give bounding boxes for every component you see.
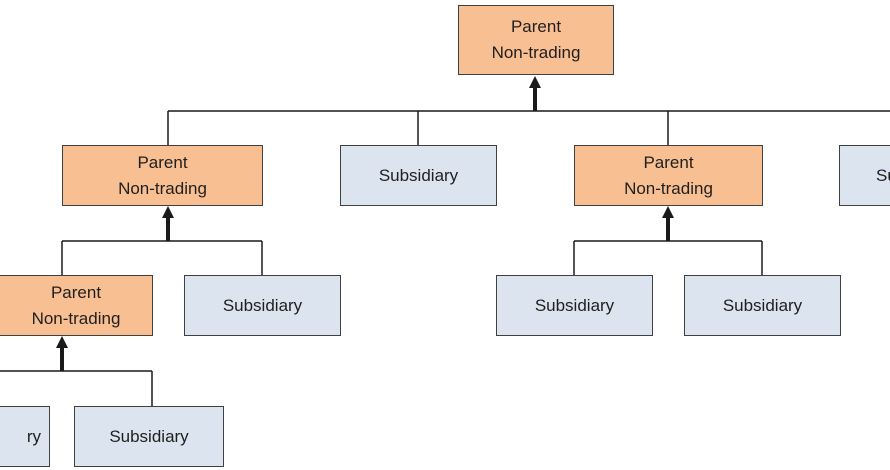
node-label: ry bbox=[26, 426, 41, 446]
node-label: Su bbox=[876, 165, 890, 185]
node-line2: Non-trading bbox=[31, 308, 121, 328]
node-line2: Non-trading bbox=[491, 43, 581, 62]
level2-subsidiary-b-box: Subsidiary bbox=[496, 275, 653, 336]
root-parent-box: Parent Non-trading bbox=[458, 5, 614, 75]
node-label: Subsidiary bbox=[722, 295, 803, 315]
connector-right-parent-to-level2 bbox=[573, 206, 763, 275]
level2-parent-box: Parent Non-trading bbox=[0, 275, 153, 336]
level2-subsidiary-c-box: Subsidiary bbox=[684, 275, 841, 336]
connector-left-parent-to-level2 bbox=[61, 206, 263, 275]
node-label: Subsidiary bbox=[109, 426, 189, 446]
node-line1: Parent bbox=[137, 152, 188, 172]
level2-subsidiary-a-box: Subsidiary bbox=[184, 275, 341, 336]
node-label: Subsidiary bbox=[222, 295, 303, 315]
node-line1: Parent bbox=[50, 282, 102, 302]
node-line1: Parent bbox=[510, 17, 562, 36]
node-label: Subsidiary bbox=[534, 295, 615, 315]
level3-subsidiary-box: Subsidiary bbox=[74, 406, 224, 467]
level1-parent-right-box: Parent Non-trading bbox=[574, 145, 763, 206]
level1-subsidiary-right-partial-box: Su bbox=[839, 145, 890, 206]
node-label: Subsidiary bbox=[378, 165, 459, 185]
node-line2: Non-trading bbox=[624, 178, 713, 198]
node-line2: Non-trading bbox=[118, 178, 207, 198]
connector-root-to-level1 bbox=[167, 76, 890, 145]
connector-level2-parent-to-level3 bbox=[0, 336, 153, 406]
level1-subsidiary-left-box: Subsidiary bbox=[340, 145, 497, 206]
level3-subsidiary-partial-box: ry bbox=[0, 406, 50, 467]
node-line1: Parent bbox=[643, 152, 694, 172]
level1-parent-left-box: Parent Non-trading bbox=[62, 145, 263, 206]
